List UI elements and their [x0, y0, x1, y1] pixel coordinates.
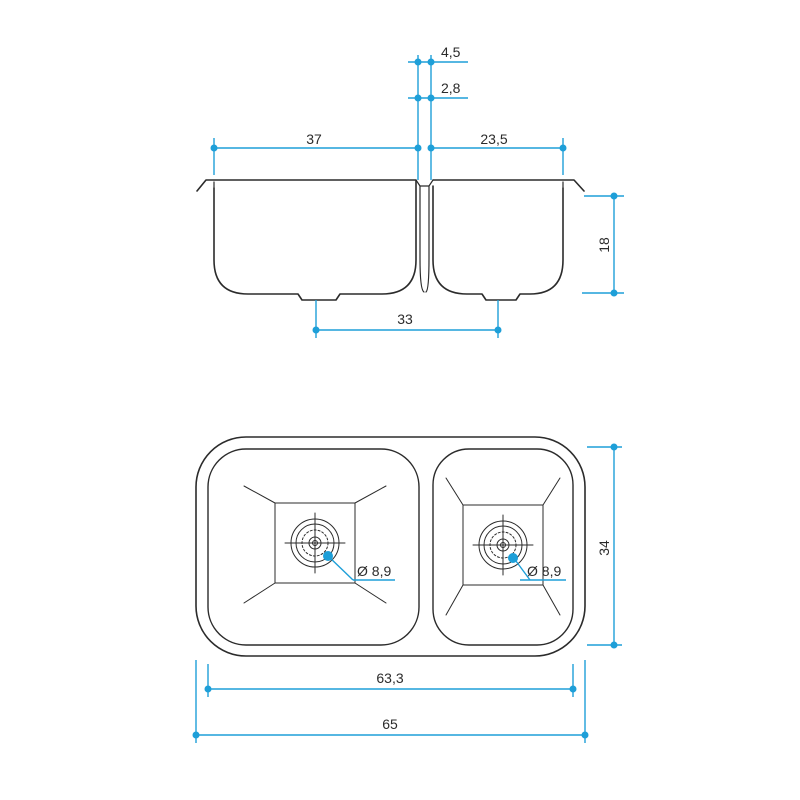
sink-outer-rim	[195, 436, 586, 657]
dim-label-37: 37	[306, 131, 322, 147]
dim-label-4-5: 4,5	[441, 44, 461, 60]
dim-top-depth: 34	[587, 443, 622, 649]
left-bowl-outline	[207, 448, 420, 646]
dim-label-18: 18	[596, 237, 612, 253]
side-view-divider	[419, 185, 430, 293]
right-bowl: Ø 8,9	[432, 448, 574, 646]
side-view-rim-inner	[213, 179, 564, 189]
right-bowl-slope-lines	[445, 477, 561, 616]
top-view: Ø 8,9 Ø 8,9	[192, 436, 622, 743]
right-drain-diameter-callout: Ø 8,9	[508, 553, 566, 581]
dim-drain-spacing: 33	[312, 300, 502, 338]
right-drain	[472, 514, 534, 576]
left-bowl: Ø 8,9	[207, 448, 420, 646]
side-view-outline	[196, 179, 585, 301]
dim-label-63-3: 63,3	[376, 670, 403, 686]
dim-label-33: 33	[397, 311, 413, 327]
right-bowl-outline	[432, 448, 574, 646]
dim-rim-thickness: 4,5	[408, 44, 468, 66]
dim-label-34: 34	[596, 540, 612, 556]
dim-label-23-5: 23,5	[480, 131, 507, 147]
dim-inner-width: 63,3	[204, 664, 577, 697]
dim-divider-extensions	[414, 55, 435, 180]
dim-label-2-8: 2,8	[441, 80, 461, 96]
right-bowl-floor	[462, 504, 544, 586]
left-bowl-slope-lines	[243, 485, 387, 604]
dim-label-right-drain: Ø 8,9	[527, 563, 561, 579]
dim-bowl-depth: 18	[582, 192, 624, 297]
dim-right-bowl-width: 23,5	[431, 131, 567, 175]
dim-divider-thickness: 2,8	[408, 80, 468, 102]
dim-label-65: 65	[382, 716, 398, 732]
dim-left-bowl-width: 37	[210, 131, 418, 175]
left-bowl-floor	[274, 502, 356, 584]
left-drain-diameter-callout: Ø 8,9	[323, 551, 395, 581]
dim-label-left-drain: Ø 8,9	[357, 563, 391, 579]
left-drain	[284, 512, 346, 574]
dim-outer-width: 65	[192, 660, 589, 743]
side-view: 37 23,5 4,5 2,8	[196, 44, 624, 338]
